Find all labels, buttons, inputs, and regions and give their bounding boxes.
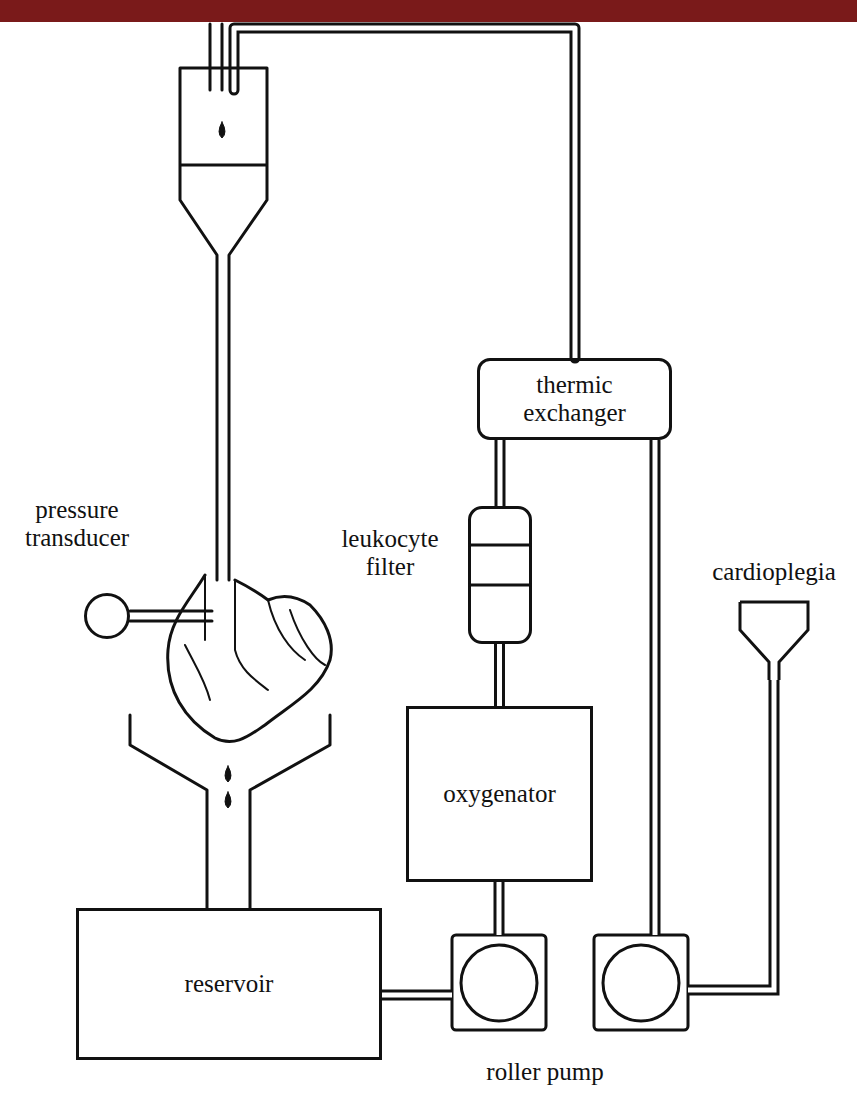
collecting-funnel [130,715,330,908]
tube-outer [234,28,575,358]
funnel-outline [738,600,810,680]
tube-wall [382,882,499,995]
chamber-tubes [210,24,222,90]
node-label: oxygenator [443,780,555,808]
filter-membranes [468,506,532,644]
drop [219,122,225,138]
tube-wall [495,440,506,506]
node-label: cardioplegia [696,558,852,586]
pressure-line [130,611,212,621]
heart-detail [185,575,325,700]
tube-wall [494,644,505,706]
process-box: reservoir [76,908,382,1060]
heart [168,575,332,742]
node-label: thermic exchanger [505,371,645,427]
tube-connector [382,882,499,995]
cardioplegia-funnel: cardioplegia [738,600,810,680]
node-label: leukocyte filter [319,525,461,581]
transducer-circle: pressure transducer [84,593,130,639]
tube-inner [234,28,575,358]
roller-pump-symbol [594,935,688,1030]
roller-pump-symbol [452,935,546,1030]
part-label: roller pump [420,1058,670,1086]
tube-wall [655,440,774,990]
tube-wall [497,644,502,706]
node-label: pressure transducer [7,496,147,552]
drop [225,766,231,808]
header-band [0,0,857,22]
tube-connector [500,440,501,506]
process-box: oxygenator [406,706,593,882]
process-box: thermic exchanger [477,358,672,440]
roller-pump-rotor [461,945,537,1021]
tube-connector [655,440,774,990]
tube-wall [498,440,503,506]
filter-box: leukocyte filter [468,506,532,644]
node-label: reservoir [185,970,274,998]
membrane-line [468,545,532,585]
funnel-path [740,602,808,680]
tube-wall [655,440,774,990]
roller-pump-rotor [603,945,679,1021]
perfusion-chamber [180,68,267,580]
tube-wall [382,882,499,995]
tube-connector [499,644,500,706]
